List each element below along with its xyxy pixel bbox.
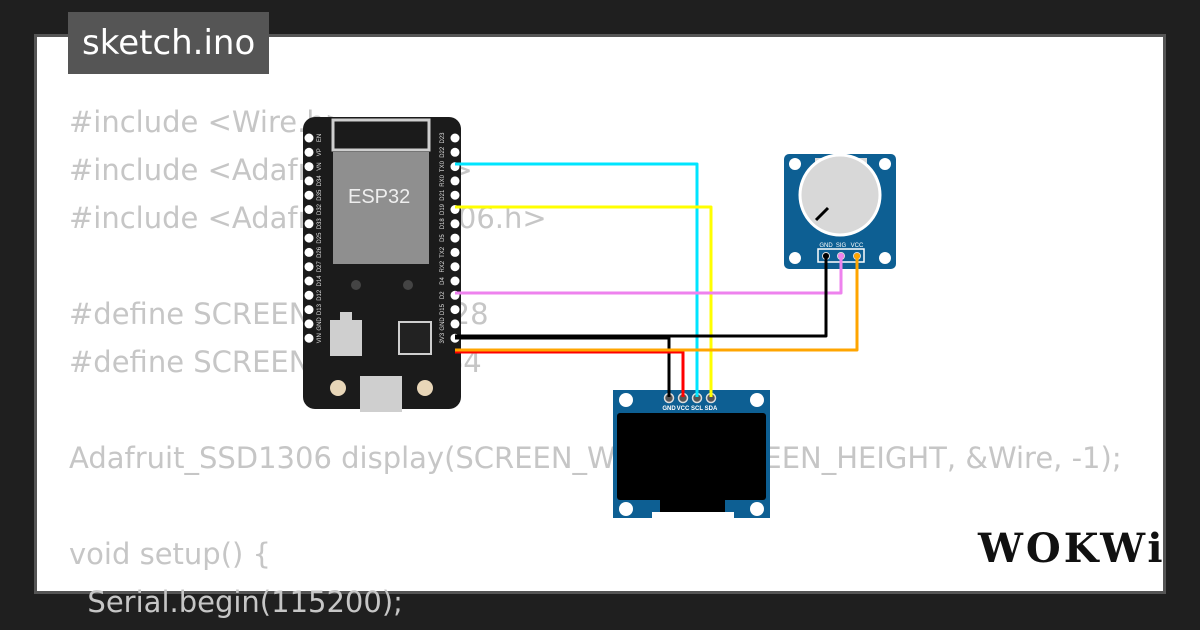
esp32-pin-hole[interactable]: [304, 276, 314, 286]
esp32-right-pin-labels: D23D22TX0RX0D21D19D18D5TX2RX2D4D2D15GND3…: [440, 132, 446, 344]
boot-button[interactable]: [330, 380, 346, 396]
esp32-pin-label: D19: [440, 203, 446, 215]
esp32-pin-hole[interactable]: [304, 333, 314, 343]
wire-vcc-oled: [455, 350, 685, 397]
esp32-pin-label: D21: [440, 189, 446, 201]
esp32-pin-label: D18: [440, 218, 446, 230]
preview-card: #include <Wire.h> #include <Adafruit_GFX…: [34, 34, 1166, 619]
screw-hole: [351, 280, 361, 290]
esp32-pin-label: D4: [440, 277, 446, 285]
esp32-pin-label: VP: [317, 148, 323, 156]
esp32-pin-hole[interactable]: [450, 305, 460, 315]
esp32-pin-label: D33: [317, 218, 323, 230]
esp32-pin-hole[interactable]: [450, 133, 460, 143]
wire-gnd-pot: [455, 256, 828, 338]
esp32-pin-hole[interactable]: [450, 219, 460, 229]
oled-pin-label: GND: [662, 406, 676, 412]
oled-pin-label: VCC: [677, 406, 690, 412]
esp32-pin-label: D25: [317, 232, 323, 244]
esp32-pin-hole[interactable]: [304, 233, 314, 243]
wire-end: [838, 253, 844, 259]
pot-pin-label: VCC: [851, 243, 864, 249]
esp32-pin-hole[interactable]: [450, 262, 460, 272]
esp32-board[interactable]: ESP32 ENVPVND34D35D32D33D25D26D27D14D12D…: [303, 117, 461, 412]
esp32-module: [333, 152, 429, 264]
esp32-pin-hole[interactable]: [304, 205, 314, 214]
esp32-pin-label: D34: [317, 175, 323, 187]
wokwi-logo: WOKWi: [978, 525, 1166, 572]
wire-sda: [455, 205, 713, 397]
esp32-pin-hole[interactable]: [304, 319, 314, 329]
esp32-pin-label: D32: [317, 203, 323, 215]
esp32-pin-hole[interactable]: [450, 319, 460, 329]
code-line: void setup() {: [69, 537, 271, 571]
esp32-left-header: [304, 133, 314, 343]
wire-vcc-pot: [455, 256, 859, 352]
esp32-pin-label: TX0: [440, 160, 446, 172]
micro-usb-port: [360, 376, 402, 412]
esp32-pin-hole[interactable]: [304, 133, 314, 143]
wire-scl: [455, 162, 699, 397]
esp32-pin-label: TX2: [440, 246, 446, 258]
pot-knob[interactable]: [798, 153, 882, 237]
usb-uart-chip: [398, 321, 432, 355]
esp32-pin-label: D15: [440, 303, 446, 315]
esp32-pin-label: VN: [317, 162, 323, 170]
esp32-pin-hole[interactable]: [450, 176, 460, 186]
code-line: Serial.begin(115200);: [69, 585, 403, 619]
esp32-pin-label: D26: [317, 246, 323, 258]
wire-end: [823, 253, 829, 259]
pot-pin-label: GND: [819, 243, 833, 249]
wire-sig: [455, 256, 843, 295]
esp32-pin-label: D2: [440, 291, 446, 299]
esp32-pin-hole[interactable]: [450, 233, 460, 243]
esp32-pin-label: D14: [317, 275, 323, 287]
esp32-pin-hole[interactable]: [304, 262, 314, 272]
esp32-pin-label: VIN: [317, 333, 323, 343]
esp32-pin-hole[interactable]: [450, 276, 460, 286]
esp32-pin-label: RX2: [440, 260, 446, 272]
wires: [455, 162, 860, 397]
esp32-pin-label: D12: [317, 289, 323, 301]
esp32-pin-hole[interactable]: [450, 147, 460, 157]
screw-hole: [403, 280, 413, 290]
esp32-pin-label: D27: [317, 261, 323, 273]
esp32-pin-hole[interactable]: [304, 176, 314, 186]
esp32-pin-label: GND: [440, 317, 446, 331]
reset-button[interactable]: [417, 380, 433, 396]
esp32-pin-label: D5: [440, 234, 446, 242]
regulator-chip: [330, 320, 362, 356]
esp32-pin-hole[interactable]: [304, 219, 314, 229]
esp32-pin-hole[interactable]: [304, 162, 314, 172]
esp32-pin-hole[interactable]: [304, 147, 314, 157]
esp32-pin-label: RX0: [440, 174, 446, 186]
esp32-pin-hole[interactable]: [304, 190, 314, 200]
esp32-pin-label: D23: [440, 132, 446, 144]
oled-pin-label: SCL: [691, 406, 703, 412]
esp32-pin-hole[interactable]: [304, 305, 314, 315]
esp32-pin-label: D13: [317, 303, 323, 315]
esp32-pin-hole[interactable]: [450, 190, 460, 200]
wire-end: [854, 253, 860, 259]
oled-screen: [617, 413, 766, 500]
esp32-pin-label: EN: [317, 134, 323, 142]
file-tab[interactable]: sketch.ino: [68, 12, 270, 74]
esp32-pin-label: D35: [317, 189, 323, 201]
esp32-pin-label: GND: [317, 317, 323, 331]
esp32-label: ESP32: [348, 186, 410, 208]
esp32-pin-hole[interactable]: [304, 247, 314, 257]
wire-gnd-oled: [455, 336, 671, 397]
esp32-pin-hole[interactable]: [304, 290, 314, 300]
oled-pin-label: SDA: [705, 406, 718, 412]
pot-pin-label: SIG: [836, 243, 847, 249]
esp32-pin-label: 3V3: [440, 332, 446, 343]
esp32-pin-hole[interactable]: [450, 247, 460, 257]
esp32-pin-label: D22: [440, 146, 446, 158]
